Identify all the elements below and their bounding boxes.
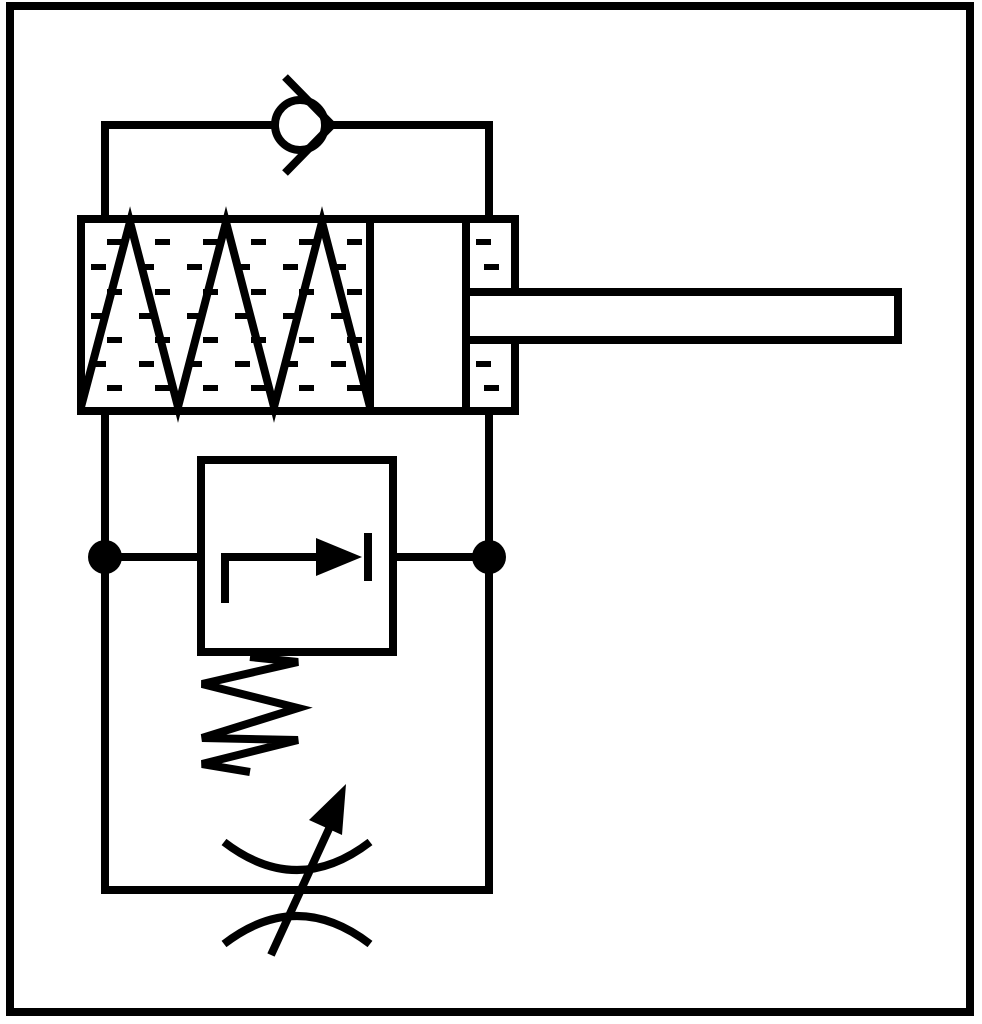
- junction-dot-left: [88, 540, 122, 574]
- check-valve-bypass-line: [101, 121, 493, 218]
- cylinder-piston: [366, 215, 470, 415]
- outer-frame: [6, 2, 974, 1016]
- pressure-relief-valve: [197, 456, 397, 776]
- adjustable-throttle-valve: [221, 784, 373, 957]
- junction-dot-right: [472, 540, 506, 574]
- piston-rod: [462, 288, 902, 344]
- cylinder-spring-icon: [77, 206, 374, 423]
- cylinder: [77, 206, 902, 423]
- check-valve-icon: [271, 74, 335, 176]
- relief-valve-spring-icon: [200, 653, 313, 776]
- relief-flow-arrow-icon: [221, 533, 372, 603]
- adjustable-arrow-icon: [267, 784, 346, 957]
